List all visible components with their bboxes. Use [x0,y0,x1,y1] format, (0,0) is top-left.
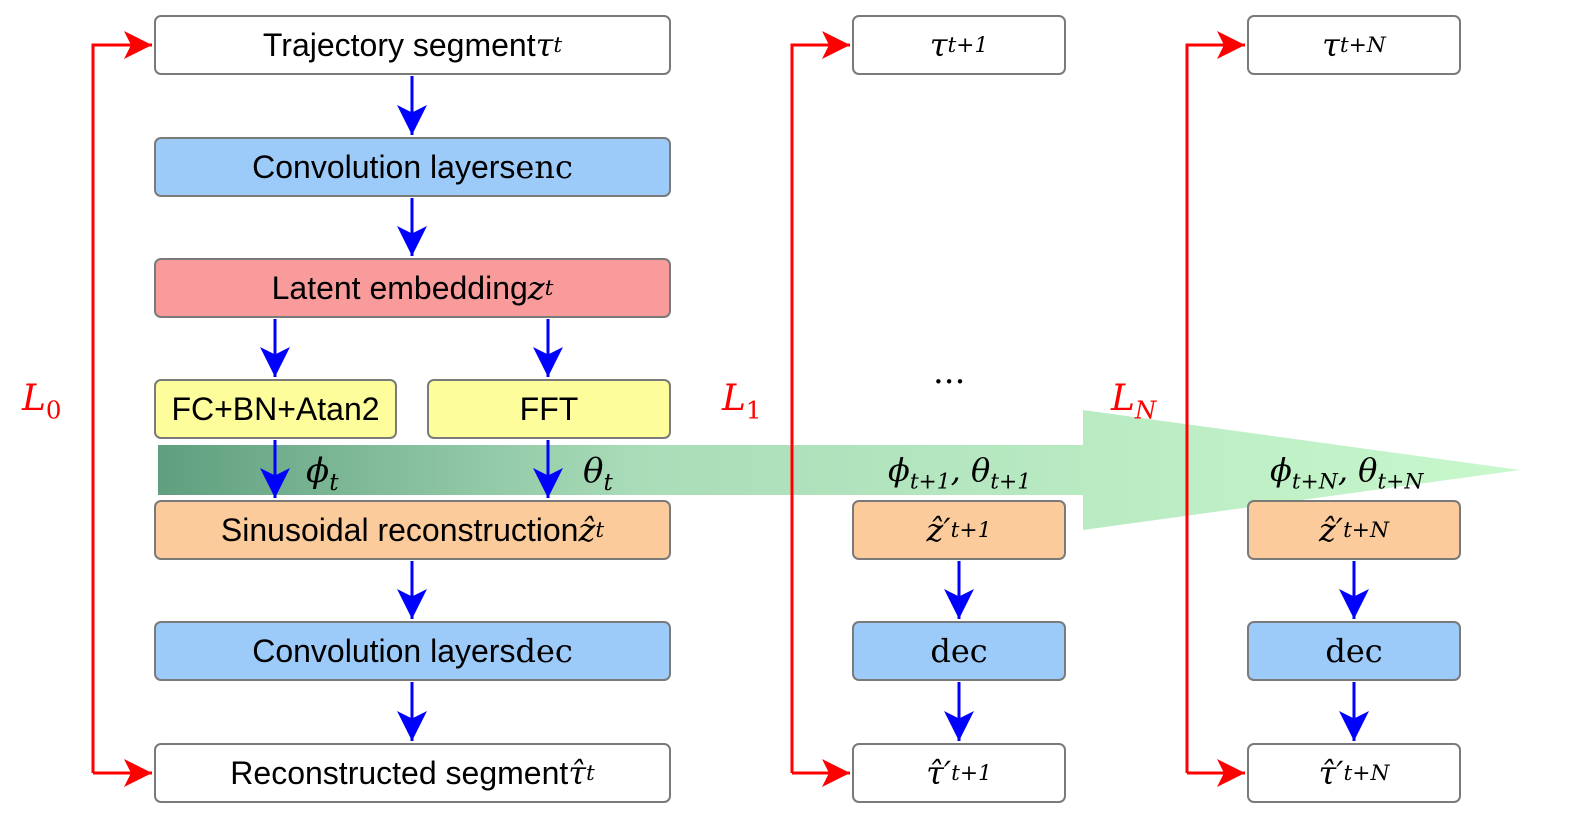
phi-tn-subscript: t+N [1291,469,1338,495]
decoder-abbrev: dec [515,632,573,670]
loss-l1-label: L1 [722,378,761,425]
theta-t1-symbol: θ [970,451,991,489]
tauhat-tn-box: τ̂′t+N [1247,743,1461,803]
loss-ln-symbol: L [1111,378,1135,419]
z-subscript: t [544,275,554,301]
tau-t1-symbol: τ [929,26,948,64]
fc-bn-atan2-label: FC+BN+Atan2 [171,390,380,427]
zprime-tn-subscript: t+N [1343,517,1390,543]
tau-symbol: τ [535,26,554,64]
phi-tn-symbol: ϕ [1270,451,1292,489]
zprime-t1-subscript: t+1 [950,517,992,543]
tau-tn-symbol: τ [1322,26,1340,64]
tauhat-tn-subscript: t+N [1343,760,1390,786]
fc-bn-atan2-box: FC+BN+Atan2 [154,379,397,439]
zprime-tn-symbol: ẑ′ [1318,511,1344,549]
theta-subscript: t [603,470,613,497]
loss-ln-subscript: N [1134,395,1157,425]
loss-l1-symbol: L [722,378,746,419]
encoder-box: Convolution layers enc [154,137,671,197]
dec-tn-label: dec [1325,632,1383,670]
loss-l1-bracket-top [790,31,850,773]
loss-ln-label: LN [1111,378,1156,425]
tauhat-t1-subscript: t+1 [951,760,992,786]
fft-box: FFT [427,379,671,439]
tauhat-t1-box: τ̂′t+1 [852,743,1066,803]
loss-l0-symbol: L [22,378,46,419]
phi-t1-subscript: t+1 [909,469,951,495]
theta-t-label: θt [583,451,613,496]
sinusoidal-reconstruction-label: Sinusoidal reconstruction [220,511,579,548]
phi-t1-symbol: ϕ [888,451,910,489]
encoder-label: Convolution layers [252,148,516,185]
encoder-abbrev: enc [515,148,573,186]
reconstructed-segment-label: Reconstructed segment [230,754,569,791]
decoder-box: Convolution layers dec [154,621,671,681]
dec-t1-box: dec [852,621,1066,681]
fft-label: FFT [519,390,579,427]
params-tn-separator: , [1337,451,1359,489]
loss-l1-subscript: 1 [745,395,762,425]
tau-t1-subscript: t+1 [947,32,989,58]
time-progression-arrow [158,410,1520,530]
tau-subscript: t [553,32,563,58]
zhat-symbol: ẑ [578,511,596,549]
phi-subscript: t [329,470,339,497]
tauhat-t1-symbol: τ̂′ [926,754,952,792]
zprime-tn-box: ẑ′t+N [1247,500,1461,560]
theta-tn-symbol: θ [1358,451,1378,489]
loss-l0-label: L0 [22,378,61,425]
tauhat-tn-symbol: τ̂′ [1318,754,1344,792]
ellipsis: ··· [933,362,966,402]
decoder-label: Convolution layers [252,632,516,669]
loss-l0-subscript: 0 [45,395,62,425]
phi-theta-tn-label: ϕt+N, θt+N [1270,451,1423,495]
phi-theta-t1-label: ϕt+1, θt+1 [888,451,1031,495]
loss-l0-bracket-top [91,31,152,773]
tauhat-symbol: τ̂ [568,754,586,792]
tauhat-subscript: t [585,760,595,786]
theta-t1-subscript: t+1 [990,469,1032,495]
phi-symbol: ϕ [306,451,330,491]
reconstructed-segment-box: Reconstructed segment τ̂t [154,743,671,803]
loss-ln-bracket-top [1185,31,1245,773]
dec-t1-label: dec [930,632,988,670]
theta-tn-subscript: t+N [1377,469,1424,495]
zprime-t1-box: ẑ′t+1 [852,500,1066,560]
latent-embedding-label: Latent embedding [271,269,528,306]
tau-tn-subscript: t+N [1339,32,1386,58]
zhat-subscript: t [595,517,605,543]
phi-t-label: ϕt [306,451,338,496]
zprime-t1-symbol: ẑ′ [926,511,951,549]
dec-tn-box: dec [1247,621,1461,681]
params-t1-separator: , [950,451,971,489]
z-symbol: z [527,269,545,307]
theta-symbol: θ [583,451,604,491]
trajectory-segment-label: Trajectory segment [262,26,536,63]
